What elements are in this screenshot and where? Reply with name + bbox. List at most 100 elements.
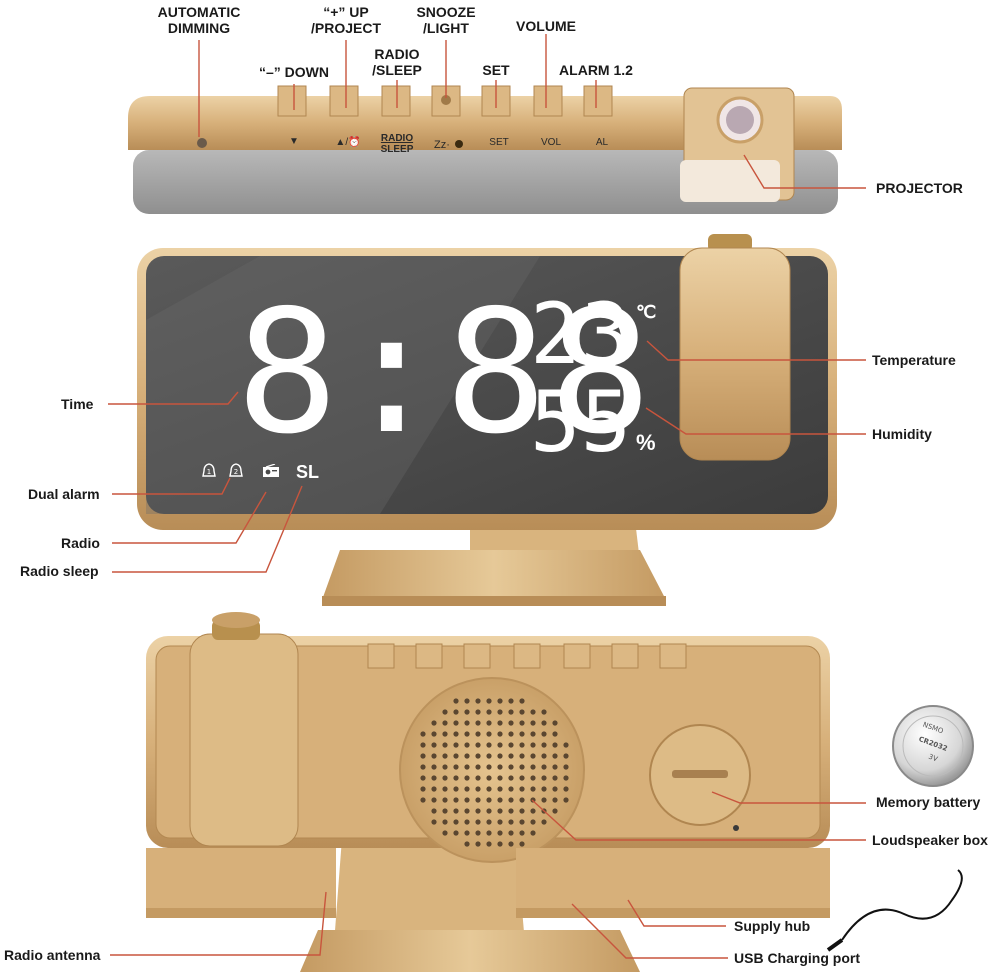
speaker-hole [420, 742, 426, 748]
speaker-hole [497, 753, 503, 759]
front-stand-base [322, 550, 666, 600]
speaker-hole [497, 742, 503, 748]
speaker-hole [464, 742, 470, 748]
speaker-hole [508, 720, 514, 726]
label-dual-alarm: Dual alarm [28, 486, 100, 502]
speaker-hole [475, 720, 481, 726]
speaker-hole [530, 786, 536, 792]
speaker-hole [486, 841, 492, 847]
speaker-hole [475, 797, 481, 803]
speaker-hole [497, 841, 503, 847]
speaker-hole [431, 819, 437, 825]
speaker-grille [420, 698, 569, 847]
down-arrow-icon: ▼ [289, 136, 299, 147]
speaker-hole [541, 797, 547, 803]
set-label: SET [489, 137, 509, 148]
speaker-hole [563, 775, 569, 781]
speaker-hole [486, 775, 492, 781]
speaker-hole [442, 819, 448, 825]
temperature-unit: ℃ [636, 302, 657, 322]
speaker-hole [431, 742, 437, 748]
speaker-hole [508, 830, 514, 836]
speaker-hole [497, 764, 503, 770]
projector-front [680, 160, 780, 202]
dimming-sensor [197, 138, 207, 148]
top-grey-band [133, 150, 838, 214]
label-temperature: Temperature [872, 352, 956, 368]
temperature-display: 23 [530, 285, 632, 383]
speaker-hole [431, 797, 437, 803]
speaker-hole [486, 830, 492, 836]
speaker-hole [475, 764, 481, 770]
vol-label: VOL [540, 137, 562, 148]
speaker-hole [453, 720, 459, 726]
speaker-hole [453, 753, 459, 759]
speaker-hole [508, 753, 514, 759]
speaker-hole [442, 808, 448, 814]
speaker-hole [442, 764, 448, 770]
speaker-hole [541, 720, 547, 726]
speaker-hole [519, 775, 525, 781]
top-button-down[interactable] [277, 85, 307, 117]
speaker-hole [420, 731, 426, 737]
speaker-hole [530, 742, 536, 748]
speaker-hole [475, 753, 481, 759]
speaker-hole [464, 808, 470, 814]
speaker-hole [530, 808, 536, 814]
speaker-hole [552, 797, 558, 803]
projector-lens-inner [726, 106, 754, 134]
speaker-hole [497, 819, 503, 825]
speaker-hole [486, 731, 492, 737]
speaker-hole [508, 808, 514, 814]
speaker-hole [563, 753, 569, 759]
top-button-radio[interactable] [381, 85, 411, 117]
speaker-hole [508, 764, 514, 770]
label-radio: Radio [61, 535, 100, 551]
label-loudspeaker-box: Loudspeaker box [872, 832, 988, 848]
speaker-hole [497, 830, 503, 836]
speaker-hole [519, 731, 525, 737]
speaker-hole [486, 720, 492, 726]
speaker-hole [552, 764, 558, 770]
speaker-hole [475, 830, 481, 836]
speaker-hole [431, 731, 437, 737]
top-button-al[interactable] [583, 85, 613, 117]
speaker-hole [464, 753, 470, 759]
speaker-hole [519, 808, 525, 814]
speaker-hole [519, 709, 525, 715]
humidity-display: 55 [530, 373, 632, 471]
back-projector-arm [189, 633, 299, 847]
speaker-hole [475, 742, 481, 748]
speaker-hole [541, 709, 547, 715]
speaker-hole [519, 742, 525, 748]
front-view [137, 234, 837, 606]
speaker-hole [431, 786, 437, 792]
speaker-hole [519, 797, 525, 803]
back-stand [334, 838, 525, 944]
label-alarm: ALARM 1.2 [559, 62, 633, 78]
back-projector-top [212, 612, 260, 628]
speaker-hole [530, 709, 536, 715]
humidity-unit: % [636, 430, 656, 455]
speaker-hole [453, 786, 459, 792]
sleep-indicator: SL [296, 462, 320, 482]
front-stand-foot [322, 596, 666, 606]
speaker-hole [453, 830, 459, 836]
speaker-hole [453, 764, 459, 770]
battery-cover-slot [672, 770, 728, 778]
speaker-hole [475, 786, 481, 792]
speaker-hole [486, 753, 492, 759]
radio-sleep-bottom-label: SLEEP [380, 144, 414, 155]
speaker-hole [442, 830, 448, 836]
speaker-hole [453, 698, 459, 704]
radio-icon [262, 463, 280, 481]
speaker-hole [541, 753, 547, 759]
speaker-hole [508, 731, 514, 737]
speaker-hole [464, 775, 470, 781]
speaker-hole [497, 775, 503, 781]
top-button-up[interactable] [329, 85, 359, 117]
light-bulb-icon [455, 140, 463, 148]
front-screen [146, 256, 828, 514]
label-snooze-light: SNOOZE /LIGHT [416, 4, 476, 36]
top-button-vol[interactable] [533, 85, 563, 117]
